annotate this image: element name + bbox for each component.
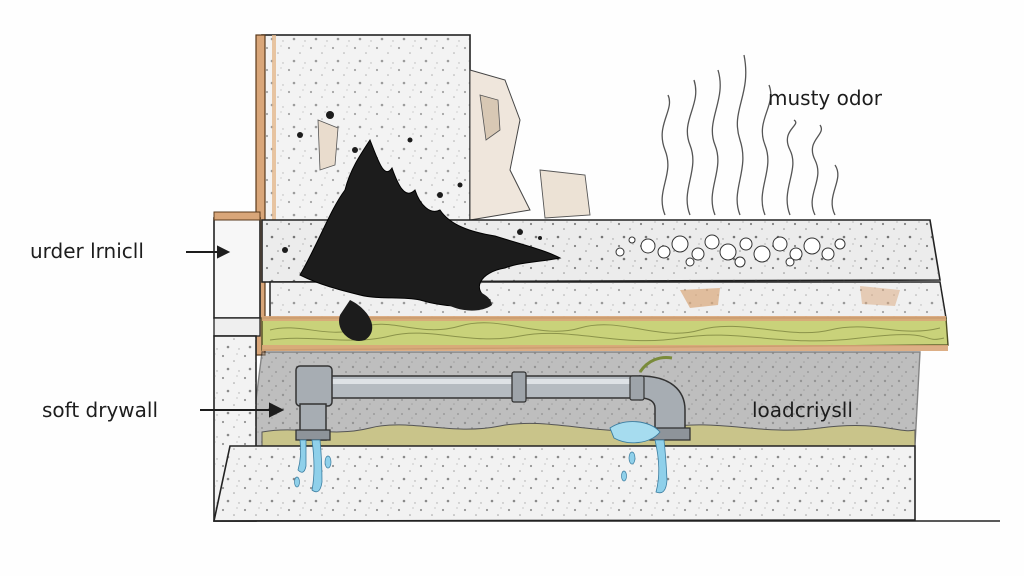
water-leaks [294, 356, 673, 494]
label-arrows [186, 245, 285, 418]
soft-drywall-label: soft drywall [42, 398, 159, 422]
load-wall-label: loadcriysll [752, 398, 853, 422]
floor-slab [213, 445, 1000, 522]
arrowhead-under [217, 245, 231, 259]
under-wall-label: urder lrnicll [30, 239, 144, 263]
mold-growth [282, 111, 562, 341]
arrowhead-soft-drywall [269, 402, 285, 418]
insulation-layer [261, 316, 949, 351]
musty-odor-label: musty odor [768, 86, 883, 110]
junction-box [213, 211, 261, 337]
odor-waves [661, 54, 839, 216]
moisture-bubbles [615, 234, 846, 268]
wood-stud [255, 34, 266, 356]
water-pipe [295, 365, 691, 441]
